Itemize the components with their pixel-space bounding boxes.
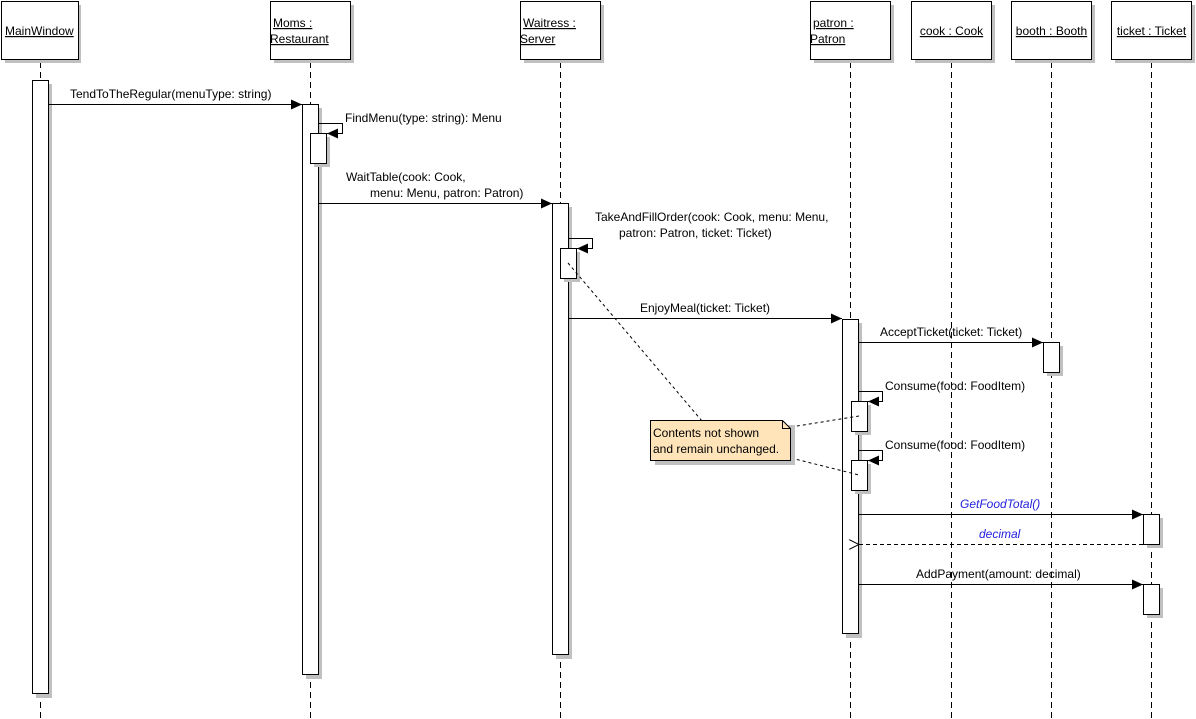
lifeline-moms-header[interactable]: Moms : Restaurant [270,1,354,64]
message-return-decimal[interactable]: decimal [859,527,1143,545]
message-consume-2[interactable]: Consume(food: FoodItem) [859,438,1025,466]
message-take-and-fill-order-label-1: TakeAndFillOrder(cook: Cook, menu: Menu, [595,210,828,224]
message-wait-table-label-2: menu: Menu, patron: Patron) [370,186,523,200]
lifeline-cook-label: cook : Cook [920,24,984,38]
message-wait-table[interactable]: WaitTable(cook: Cook, menu: Menu, patron… [319,170,552,209]
message-take-and-fill-order[interactable]: TakeAndFillOrder(cook: Cook, menu: Menu,… [569,210,828,254]
message-accept-ticket-label: AcceptTicket(ticket: Ticket) [880,325,1022,339]
message-accept-ticket[interactable]: AcceptTicket(ticket: Ticket) [859,325,1043,348]
activation-patron-nested-1[interactable] [851,401,872,436]
message-return-decimal-label: decimal [979,527,1021,541]
message-consume-1[interactable]: Consume(food: FoodItem) [859,379,1025,407]
lifeline-moms-label-1: Moms : [273,16,312,30]
lifeline-booth-header[interactable]: booth : Booth [1011,1,1096,64]
message-tend-to-the-regular-label: TendToTheRegular(menuType: string) [70,87,271,101]
message-take-and-fill-order-label-2: patron: Patron, ticket: Ticket) [619,226,772,240]
note[interactable]: Contents not shown and remain unchanged. [650,420,796,466]
message-wait-table-label-1: WaitTable(cook: Cook, [346,170,466,184]
activation-moms[interactable] [302,104,323,680]
message-enjoy-meal-label: EnjoyMeal(ticket: Ticket) [640,301,770,315]
lifeline-patron-label-2: Patron [810,32,845,46]
message-consume-2-label: Consume(food: FoodItem) [885,438,1025,452]
lifeline-mainwindow-header[interactable]: MainWindow [1,1,82,64]
activation-moms-nested[interactable] [310,133,331,168]
activation-mainwindow[interactable] [32,80,53,699]
message-enjoy-meal[interactable]: EnjoyMeal(ticket: Ticket) [569,301,842,324]
activation-waitress[interactable] [552,203,573,660]
activation-booth[interactable] [1043,342,1064,377]
messages: TendToTheRegular(menuType: string) FindM… [49,87,1143,590]
lifeline-mainwindow-label: MainWindow [5,24,74,38]
lifeline-waitress-label-1: Waitress : [523,16,576,30]
message-find-menu-label: FindMenu(type: string): Menu [345,111,502,125]
activation-waitress-nested[interactable] [560,248,581,283]
lifeline-ticket-header[interactable]: ticket : Ticket [1111,1,1196,64]
note-text-line-1: Contents not shown [653,426,759,440]
lifeline-waitress-label-2: Server [520,32,555,46]
activation-ticket-1[interactable] [1143,514,1164,549]
lifeline-booth-label: booth : Booth [1016,24,1087,38]
message-add-payment-label: AddPayment(amount: decimal) [916,567,1081,581]
note-connector-take-and-fill-order [567,262,703,422]
note-connectors [567,262,860,476]
message-get-food-total-label: GetFoodTotal() [960,497,1040,511]
message-get-food-total[interactable]: GetFoodTotal() [859,497,1143,520]
message-tend-to-the-regular[interactable]: TendToTheRegular(menuType: string) [49,87,302,110]
message-find-menu[interactable]: FindMenu(type: string): Menu [319,111,502,139]
message-consume-1-label: Consume(food: FoodItem) [885,379,1025,393]
note-text-line-2: and remain unchanged. [653,442,779,456]
lifeline-moms-label-2: Restaurant [270,32,329,46]
lifeline-waitress-header[interactable]: Waitress : Server [520,1,604,64]
lifeline-patron-label-1: patron : [813,16,854,30]
message-add-payment[interactable]: AddPayment(amount: decimal) [859,567,1143,590]
activations [32,80,1164,699]
lifeline-cook-header[interactable]: cook : Cook [911,1,996,64]
activation-ticket-2[interactable] [1143,584,1164,619]
lifeline-patron-header[interactable]: patron : Patron [810,1,894,64]
lifeline-ticket-label: ticket : Ticket [1117,24,1187,38]
activation-patron-nested-2[interactable] [851,460,872,495]
